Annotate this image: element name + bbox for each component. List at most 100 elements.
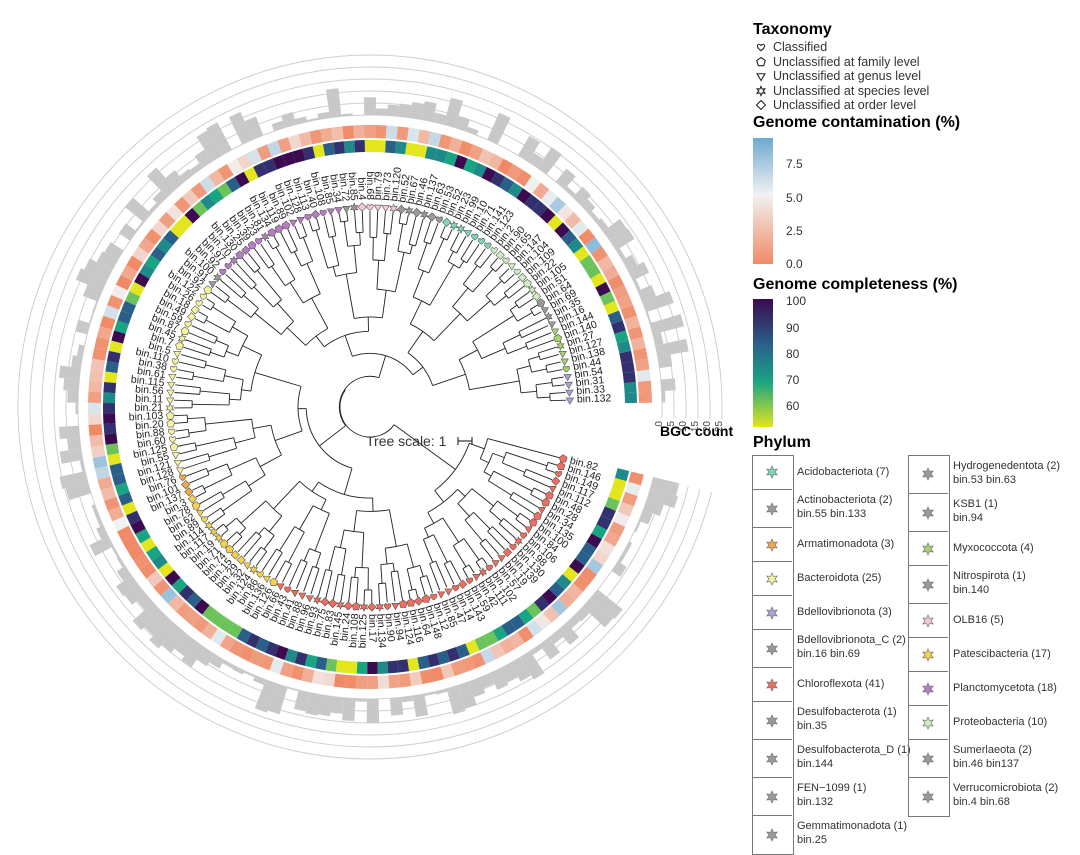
branch xyxy=(362,211,363,232)
taxonomy-legend-item: Unclassified at order level xyxy=(755,98,916,112)
bgc-bar xyxy=(119,223,137,240)
tip-marker xyxy=(450,221,457,229)
tip-marker xyxy=(367,204,374,210)
bgc-bar xyxy=(342,698,355,721)
tip-marker xyxy=(220,269,227,275)
branch xyxy=(345,335,352,356)
branch xyxy=(277,303,293,321)
completeness-cell xyxy=(624,382,637,393)
contamination-cell xyxy=(396,126,408,140)
branch xyxy=(174,415,187,416)
completeness-cell xyxy=(103,403,115,414)
tip-marker xyxy=(188,495,196,503)
bgc-bar xyxy=(556,169,576,190)
branch xyxy=(377,260,379,289)
branch xyxy=(521,391,537,392)
contamination-cell xyxy=(334,674,346,688)
tip-marker xyxy=(321,598,329,606)
tip-marker xyxy=(306,596,313,602)
contamination-cell xyxy=(88,403,101,414)
branch xyxy=(187,468,207,476)
taxonomy-legend-label: Unclassified at order level xyxy=(773,98,916,112)
branch xyxy=(212,514,225,523)
branch xyxy=(317,218,320,229)
branch xyxy=(530,305,537,309)
tip-marker xyxy=(197,510,204,516)
bgc-bar xyxy=(433,113,447,125)
branch xyxy=(223,481,246,495)
branch xyxy=(176,377,192,379)
contamination-cell xyxy=(88,414,101,425)
branch xyxy=(312,298,328,328)
branch xyxy=(531,494,543,500)
tip-marker xyxy=(196,300,203,306)
tip-marker xyxy=(552,477,560,485)
completeness-tick: 90 xyxy=(786,321,799,335)
branch xyxy=(509,286,525,298)
taxonomy-legend-title: Taxonomy xyxy=(753,21,832,39)
branch xyxy=(395,252,404,291)
tip-marker xyxy=(168,382,175,388)
taxonomy-legend-item: Unclassified at family level xyxy=(755,55,920,69)
branch xyxy=(326,571,332,598)
branch xyxy=(467,301,490,321)
branch xyxy=(243,346,262,355)
branch xyxy=(508,346,527,353)
branch xyxy=(393,563,394,571)
branch xyxy=(355,567,356,577)
branch xyxy=(235,438,255,443)
branch xyxy=(534,488,546,494)
tip-marker xyxy=(541,308,548,314)
star-icon xyxy=(765,678,779,692)
tip-marker xyxy=(564,374,571,380)
tip-marker xyxy=(557,462,565,470)
branch xyxy=(537,397,550,398)
tip-marker xyxy=(277,584,284,590)
branch xyxy=(344,468,352,494)
branch xyxy=(516,519,526,526)
branch xyxy=(242,258,254,272)
branch xyxy=(244,295,259,308)
branch xyxy=(486,281,502,296)
bgc-bar xyxy=(650,314,684,334)
branch xyxy=(275,431,302,441)
tip-marker xyxy=(343,206,350,212)
branch xyxy=(488,439,560,458)
tip-marker xyxy=(430,594,437,600)
tip-marker xyxy=(515,537,522,545)
phylum-swatch xyxy=(752,629,792,668)
tip-marker xyxy=(486,565,493,571)
branch xyxy=(192,404,229,405)
branch xyxy=(295,226,300,239)
branch xyxy=(519,299,533,309)
tip-marker xyxy=(384,604,391,610)
branch xyxy=(316,336,324,347)
completeness-cell xyxy=(325,658,337,671)
branch xyxy=(429,239,444,273)
branch xyxy=(255,313,281,335)
branch xyxy=(267,240,273,249)
branch xyxy=(213,307,236,322)
branch xyxy=(256,551,267,566)
phylum-legend-label: Proteobacteria (10) xyxy=(953,715,1047,729)
bgc-bar xyxy=(364,97,376,115)
branch xyxy=(274,481,300,508)
branch xyxy=(382,290,386,318)
tip-markers xyxy=(166,203,573,611)
bgc-bar xyxy=(413,694,428,717)
bgc-bar xyxy=(59,426,80,439)
bgc-bar xyxy=(63,378,79,391)
tip-marker xyxy=(327,209,334,215)
branch xyxy=(517,312,532,321)
bgc-bar xyxy=(387,105,400,117)
phylum-legend-label: Acidobacteriota (7) xyxy=(797,465,889,479)
branch xyxy=(450,561,460,581)
branch xyxy=(192,485,202,490)
phylum-legend-label: Patescibacteria (17) xyxy=(953,647,1051,661)
branch xyxy=(248,253,260,268)
branch xyxy=(223,491,252,512)
star-icon xyxy=(921,752,935,766)
branch xyxy=(288,229,298,250)
phylum-swatch xyxy=(752,561,792,596)
